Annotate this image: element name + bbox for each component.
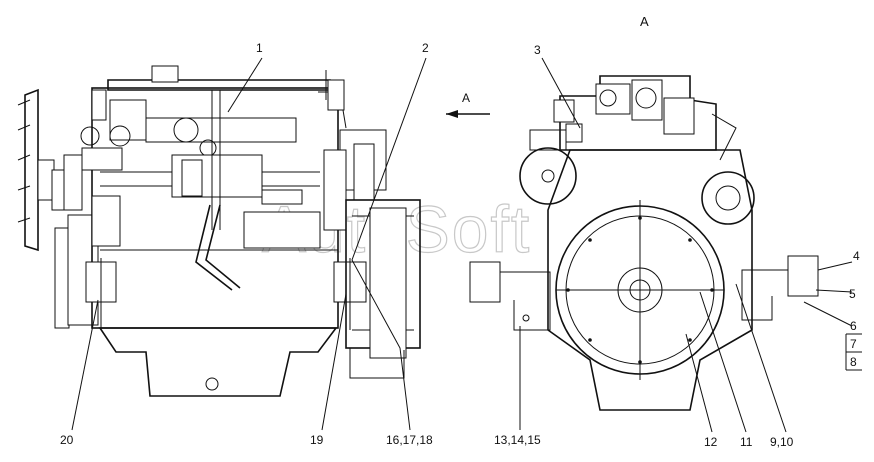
- callout-3: 3: [534, 43, 541, 57]
- engine-block-front: [547, 149, 753, 411]
- callout-labels: 1 2 3 4 5 6 7 8 9,10 11 12 13,14,15 16,1…: [60, 41, 860, 449]
- side-view: A: [17, 65, 490, 397]
- callout-13-14-15: 13,14,15: [494, 433, 541, 447]
- callout-9-10: 9,10: [770, 435, 794, 449]
- callout-16-17-18: 16,17,18: [386, 433, 433, 447]
- callout-6: 6: [850, 319, 857, 333]
- callout-11: 11: [740, 435, 753, 449]
- callout-20: 20: [60, 433, 74, 447]
- callout-4: 4: [853, 249, 860, 263]
- arrow-label: A: [462, 91, 470, 105]
- view-arrow-a: A: [446, 91, 490, 118]
- oil-pan: [98, 327, 338, 397]
- cylinder-head-top: [553, 75, 737, 161]
- callout-19: 19: [310, 433, 324, 447]
- right-mount: [741, 255, 819, 321]
- callout-12: 12: [704, 435, 718, 449]
- fan: [17, 88, 55, 252]
- flywheel-housing-side: [345, 199, 421, 379]
- front-view: A: [469, 14, 819, 411]
- leader-lines: [71, 57, 862, 433]
- engine-block-side: [80, 65, 387, 329]
- callout-5: 5: [849, 287, 856, 301]
- left-mount: [469, 261, 551, 331]
- water-pump-pulley: [519, 147, 577, 205]
- callout-2: 2: [422, 41, 429, 55]
- callout-7: 7: [850, 337, 857, 351]
- view-label: A: [640, 14, 649, 29]
- callout-8: 8: [850, 355, 857, 369]
- callout-1: 1: [256, 41, 263, 55]
- alternator: [701, 171, 755, 225]
